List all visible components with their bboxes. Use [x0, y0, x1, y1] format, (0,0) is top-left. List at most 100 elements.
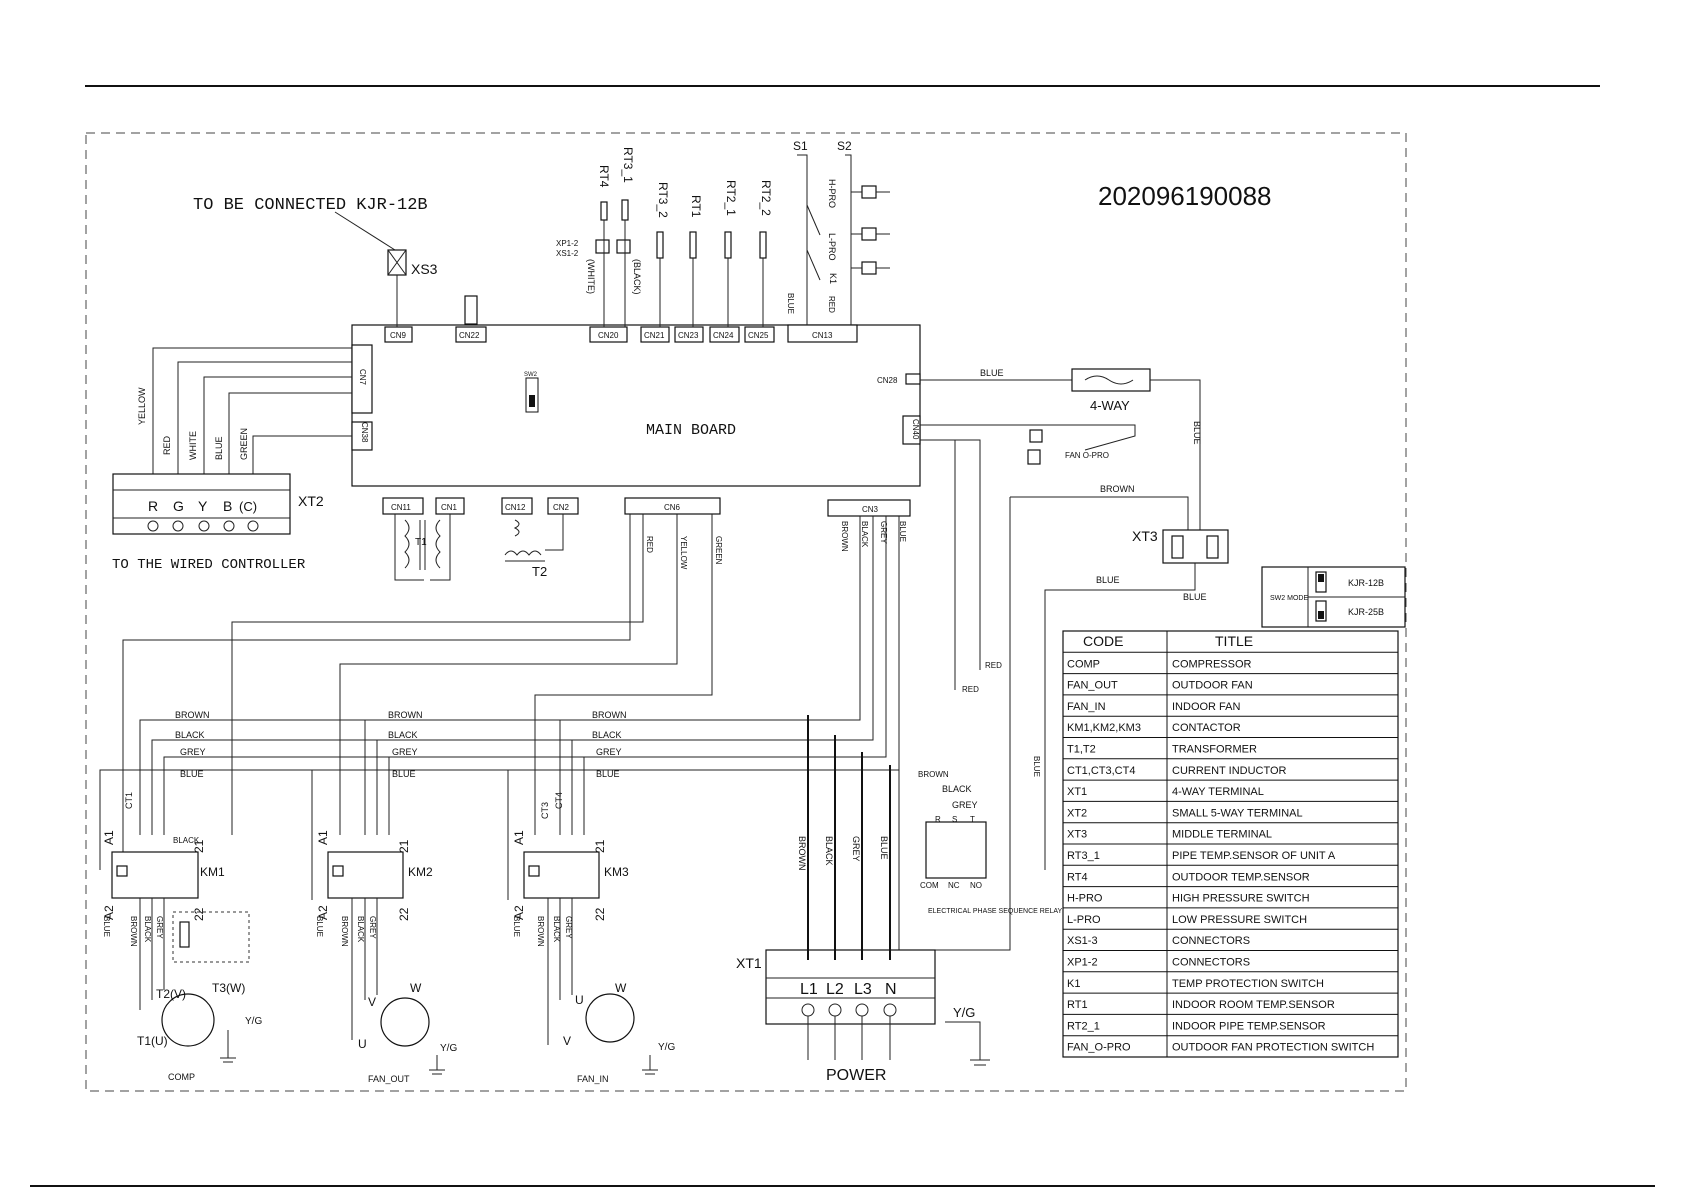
relay-title: ELECTRICAL PHASE SEQUENCE RELAY: [928, 908, 1063, 915]
bus-brown-3: BROWN: [592, 710, 627, 720]
bus-blue-3: BLUE: [596, 769, 620, 779]
connector-cn21: CN21: [644, 331, 665, 340]
km2-wire-grey: GREY: [368, 916, 377, 939]
xt2-label: XT2: [298, 493, 324, 509]
legend-title: TRANSFORMER: [1172, 744, 1257, 756]
relay-wire-grey: GREY: [952, 800, 978, 810]
legend-title: CONNECTORS: [1172, 935, 1250, 947]
legend-title: MIDDLE TERMINAL: [1172, 829, 1272, 841]
xt1-power-terminal: XT1 L1 L2 L3 N BROWN BLACK GREY BLUE POW…: [736, 715, 990, 1084]
sensor-rt2-2: RT2_2: [759, 180, 773, 216]
legend-title: SMALL 5-WAY TERMINAL: [1172, 807, 1303, 819]
legend-title: INDOOR PIPE TEMP.SENSOR: [1172, 1020, 1326, 1032]
relay-nc: NC: [948, 881, 960, 890]
comp-label: COMP: [168, 1072, 195, 1082]
relay-wire-brown: BROWN: [918, 770, 949, 779]
wire-blue-xt3: BLUE: [1096, 575, 1120, 585]
km2-21: 21: [397, 839, 411, 853]
xt3-label: XT3: [1132, 528, 1158, 544]
connector-cn38: CN38: [360, 422, 369, 443]
legend-title: CONTACTOR: [1172, 722, 1241, 734]
wire-black-cn3: BLACK: [860, 521, 869, 548]
legend-header-code: CODE: [1083, 633, 1123, 649]
relay-no: NO: [970, 881, 982, 890]
board-connectors-top: CN9 CN22 CN20 CN21 CN23 CN24 CN25 CN13: [384, 295, 858, 343]
s2-label: S2: [837, 139, 852, 153]
km1-a1: A1: [102, 830, 116, 845]
contactor-km2: KM2 A1 A2 21 22 BROWN BLACK GREY BLUE: [315, 830, 433, 1040]
connector-cn23: CN23: [678, 331, 699, 340]
relay-wire-black: BLACK: [942, 784, 972, 794]
sw-mode-kjr12b: KJR-12B: [1348, 578, 1384, 588]
connector-cn1: CN1: [441, 503, 458, 512]
fan-out-yg: Y/G: [440, 1043, 457, 1054]
bus-brown-1: BROWN: [175, 710, 210, 720]
legend-title: CURRENT INDUCTOR: [1172, 765, 1287, 777]
motor-fan-in: U V W Y/G FAN_IN: [563, 981, 675, 1084]
fan-in-u: U: [575, 993, 584, 1007]
connector-cn20: CN20: [598, 331, 619, 340]
t2-label: T2: [532, 564, 547, 579]
fan-out-v: V: [368, 995, 376, 1009]
sensor-rt3-2: RT3_2: [656, 182, 670, 218]
contactor-km1: KM1 A1 A2 21 22 CT1 BLACK BROWN BLACK GR…: [102, 792, 250, 1010]
bus-grey-1: GREY: [180, 747, 206, 757]
legend-title: INDOOR ROOM TEMP.SENSOR: [1172, 999, 1335, 1011]
fan-out-w: W: [410, 981, 422, 995]
xs1-label: XS1-2: [556, 249, 579, 258]
comp-t1u: T1(U): [137, 1034, 168, 1048]
km2-wire-brown: BROWN: [340, 916, 349, 947]
drawing-number: 202096190088: [1098, 181, 1272, 211]
km1-label: KM1: [200, 865, 225, 879]
wire-yellow-xt2: YELLOW: [137, 387, 147, 425]
wire-blue-cn3: BLUE: [898, 521, 907, 542]
kjr-note: TO BE CONNECTED KJR-12B: [193, 196, 428, 215]
fan-o-pro-label: FAN O-PRO: [1065, 451, 1109, 460]
legend-code: XT1: [1067, 786, 1087, 798]
legend-title: OUTDOOR TEMP.SENSOR: [1172, 871, 1310, 883]
fan-in-yg: Y/G: [658, 1042, 675, 1053]
legend-title: OUTDOOR FAN: [1172, 680, 1253, 692]
connector-cn7: CN7: [358, 369, 367, 386]
km1-wire-black: BLACK: [173, 836, 200, 845]
wire-red-b: RED: [962, 685, 979, 694]
wire-blue-c: BLUE: [1032, 756, 1041, 777]
phase-sequence-relay: BROWN BLACK GREY R S T COM NC NO ELECTRI…: [918, 770, 1063, 915]
xt2-terminal-b: B: [223, 498, 232, 514]
legend-title: TEMP PROTECTION SWITCH: [1172, 978, 1324, 990]
bus-grey-3: GREY: [596, 747, 622, 757]
comp-t2v: T2(V): [156, 987, 186, 1001]
fan-out-label: FAN_OUT: [368, 1074, 410, 1084]
legend-code: T1,T2: [1067, 744, 1096, 756]
pressure-switches: S1 S2 H-PRO L-PRO K1 BLUE RED: [786, 139, 890, 325]
l-pro-label: L-PRO: [827, 233, 837, 261]
connector-cn3: CN3: [862, 505, 879, 514]
wire-blue-4way: BLUE: [980, 368, 1004, 378]
wire-red-a: RED: [985, 661, 1002, 670]
legend-code: H-PRO: [1067, 893, 1103, 905]
wire-brown-xt3: BROWN: [1100, 484, 1135, 494]
legend-title: INDOOR FAN: [1172, 701, 1241, 713]
connector-cn24: CN24: [713, 331, 734, 340]
ct3-label: CT3: [540, 802, 550, 819]
wire-blue-xt3-b: BLUE: [1183, 592, 1207, 602]
sensor-rt3-1: RT3_1: [621, 147, 635, 183]
sensor-probes: RT4 RT3_1 RT3_2 RT1 RT2_1 RT2_2 XP1-2 XS…: [556, 147, 773, 327]
connector-cn11: CN11: [391, 503, 411, 512]
legend-code: RT4: [1067, 871, 1088, 883]
ct1-label: CT1: [124, 792, 134, 809]
km3-label: KM3: [604, 865, 629, 879]
xt1-l3: L3: [854, 981, 872, 998]
black-label: (BLACK): [632, 259, 642, 295]
sensor-rt4: RT4: [597, 165, 611, 188]
legend-code: XT2: [1067, 807, 1087, 819]
xt1-wire-black: BLACK: [824, 836, 834, 866]
relay-t: T: [970, 815, 975, 824]
km3-22: 22: [593, 907, 607, 921]
comp-t3w: T3(W): [212, 981, 245, 995]
xt1-wire-blue: BLUE: [879, 836, 889, 860]
legend-title: LOW PRESSURE SWITCH: [1172, 914, 1307, 926]
ct4-label: CT4: [554, 792, 564, 809]
km1-wire-blue: BLUE: [102, 916, 111, 937]
